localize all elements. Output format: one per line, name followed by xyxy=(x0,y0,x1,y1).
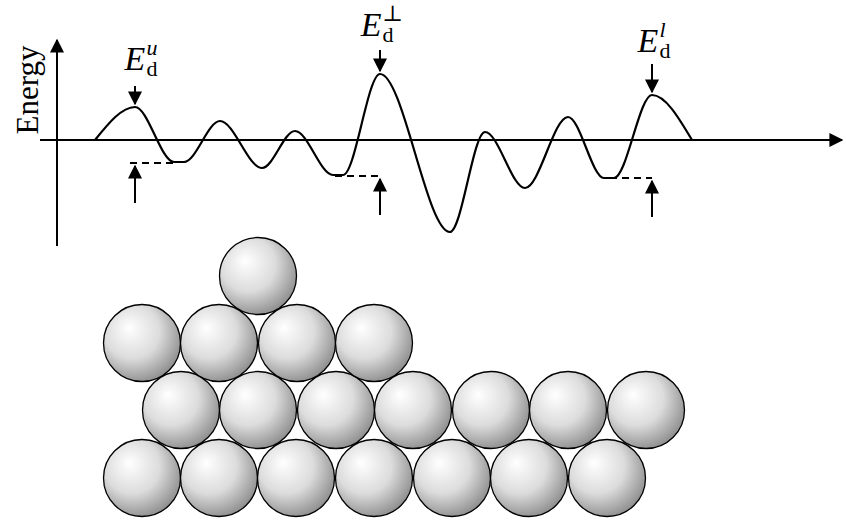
barrier-arrow xyxy=(379,50,381,71)
atom-sphere xyxy=(336,440,413,517)
axis-label: Energy xyxy=(12,46,43,135)
atom-layer xyxy=(104,238,685,517)
atom-sphere xyxy=(336,305,413,382)
atom-sphere xyxy=(220,372,297,449)
atom-sphere xyxy=(414,440,491,517)
atom-sphere xyxy=(608,372,685,449)
atom-sphere xyxy=(104,305,181,382)
atom-sphere xyxy=(298,372,375,449)
reference-level xyxy=(610,177,652,179)
energy-curve-group xyxy=(95,50,692,232)
reference-level xyxy=(335,175,380,177)
barrier-arrow xyxy=(651,64,653,92)
atom-sphere xyxy=(181,440,258,517)
reference-level xyxy=(130,162,178,164)
atom-sphere xyxy=(220,238,297,315)
atom-sphere xyxy=(181,305,258,382)
barrier-label: Ed⊥ xyxy=(361,4,403,46)
atom-sphere xyxy=(258,440,335,517)
barrier-arrow xyxy=(651,181,653,217)
atom-sphere xyxy=(375,372,452,449)
atom-sphere xyxy=(491,440,568,517)
atom-sphere xyxy=(143,372,220,449)
energy-axis xyxy=(56,40,58,246)
barrier-arrow xyxy=(134,86,136,104)
atom-sphere xyxy=(259,305,336,382)
position-axis xyxy=(40,139,842,141)
barrier-label: Edl xyxy=(638,20,671,62)
atom-sphere xyxy=(104,440,181,517)
atom-sphere xyxy=(453,372,530,449)
barrier-arrow xyxy=(379,179,381,215)
atom-sphere xyxy=(530,372,607,449)
barrier-label: Edu xyxy=(125,38,158,80)
atom-sphere xyxy=(569,440,646,517)
energy-curve xyxy=(95,74,692,232)
barrier-arrow xyxy=(134,166,136,203)
